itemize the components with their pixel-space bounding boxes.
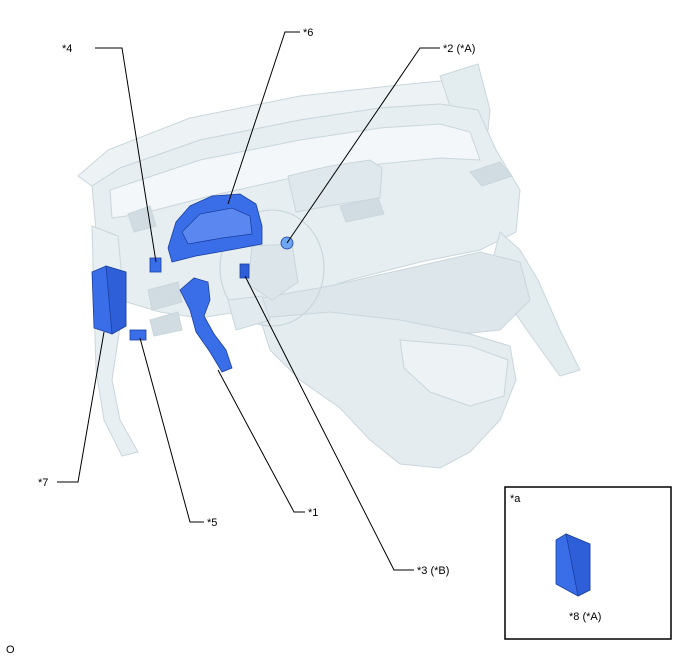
callout-7: *7 xyxy=(38,477,48,489)
component-5-connector xyxy=(129,329,147,341)
inset-callout-8: *8 (*A) xyxy=(569,611,601,623)
callout-labels: *4 *6 *2 (*A) *7 *5 *1 *3 (*B) xyxy=(38,27,475,577)
callout-2: *2 (*A) xyxy=(443,43,475,55)
callout-4: *4 xyxy=(62,43,72,55)
component-3-sensor xyxy=(239,263,250,279)
inset-box: *a *8 (*A) xyxy=(504,486,672,640)
component-1-bracket xyxy=(179,277,233,373)
callout-5: *5 xyxy=(207,517,217,529)
figure-code: O xyxy=(6,644,15,656)
inset-title: *a xyxy=(510,493,521,505)
callout-3: *3 (*B) xyxy=(417,565,449,577)
callout-1: *1 xyxy=(308,507,318,519)
vehicle-interior-illustration xyxy=(77,63,581,469)
callout-6: *6 xyxy=(303,27,313,39)
